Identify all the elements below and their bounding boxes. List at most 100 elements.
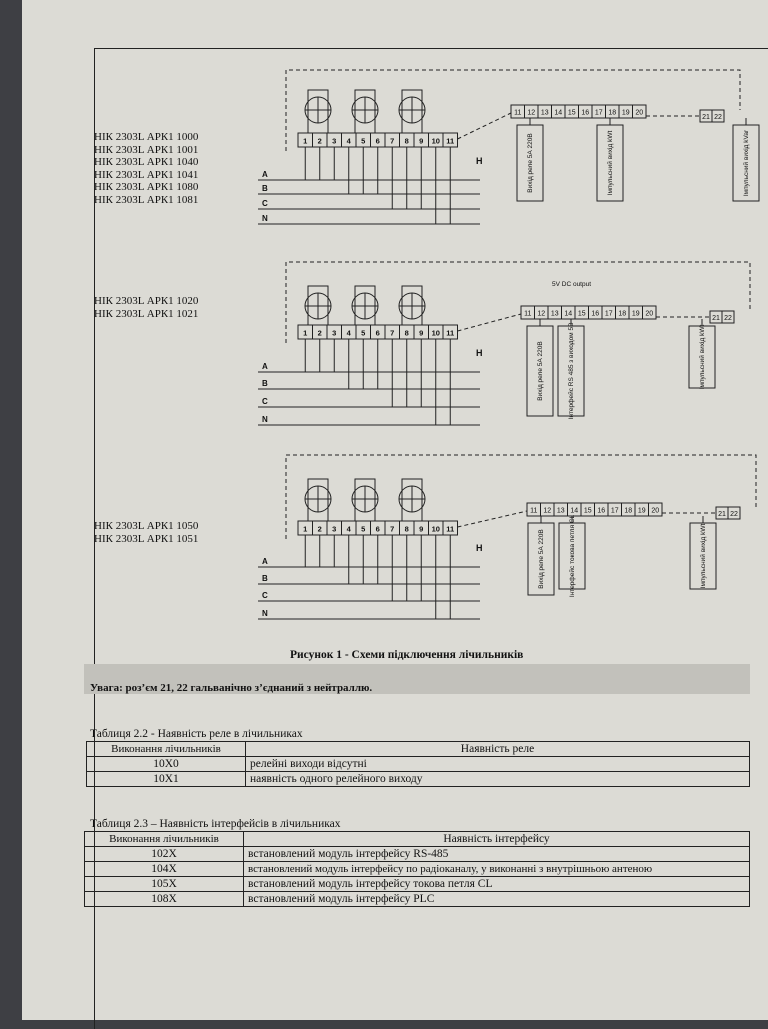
terminal-label: 5 bbox=[361, 329, 365, 338]
terminal-label: 20 bbox=[635, 110, 643, 117]
terminal-label: 13 bbox=[541, 110, 549, 117]
transformer-wire bbox=[401, 285, 423, 325]
table-header-row: Виконання лічильників Наявність реле bbox=[86, 741, 750, 757]
terminal-label: 9 bbox=[419, 137, 423, 146]
terminal-label: 4 bbox=[347, 329, 352, 338]
terminal-label: 2 bbox=[318, 329, 322, 338]
model-label: НІК 2303L АРК1 1000 bbox=[94, 131, 199, 143]
column-header: Наявність реле bbox=[245, 741, 750, 757]
table-cell: релейні виходи відсутні bbox=[245, 756, 750, 772]
model-label: НІК 2303L АРК1 1040 bbox=[94, 156, 199, 168]
terminal-label: 1 bbox=[303, 525, 307, 534]
model-label: НІК 2303L АРК1 1041 bbox=[94, 168, 199, 181]
phase-label: B bbox=[262, 379, 268, 388]
dashed-link bbox=[457, 313, 522, 332]
table-cell: встановлений модуль інтерфейсу по радіок… bbox=[243, 861, 750, 877]
terminal-label: 22 bbox=[730, 511, 738, 518]
phase-label: B bbox=[262, 574, 268, 583]
transformer-wire bbox=[307, 478, 329, 521]
transformer-wire bbox=[354, 478, 376, 521]
terminal-label: 5 bbox=[361, 137, 365, 146]
terminal-label: 22 bbox=[724, 315, 732, 322]
transformer-wire bbox=[401, 478, 423, 521]
page-frame bbox=[94, 48, 768, 1029]
module-label: Імпульсний вихід kWt bbox=[699, 524, 707, 589]
terminal-label: 9 bbox=[419, 525, 423, 534]
transformer-wire bbox=[307, 285, 329, 325]
warning-text: Увага: роз’єм 21, 22 гальванічно з’єднан… bbox=[90, 682, 373, 694]
transformer-wire bbox=[354, 285, 376, 325]
terminal-label: 20 bbox=[645, 311, 653, 318]
module-label: Імпульсний вихід kVar bbox=[742, 129, 750, 196]
terminal-label: 3 bbox=[332, 329, 336, 338]
figure-caption: Рисунок 1 - Схеми підключення лічильникі… bbox=[290, 649, 524, 661]
terminal-label: 6 bbox=[376, 525, 380, 534]
module-label: Інтерфейс токова петля CL bbox=[568, 515, 576, 598]
terminal-label: 21 bbox=[712, 315, 720, 322]
terminal-label: 6 bbox=[376, 329, 380, 338]
terminal-label: 22 bbox=[714, 114, 722, 121]
neutral-label: Н bbox=[476, 543, 483, 553]
terminal-label: 11 bbox=[446, 329, 454, 338]
model-label: НІК 2303L АРК1 1081 bbox=[94, 193, 199, 206]
table-cell: 105X bbox=[84, 876, 244, 892]
table-row: 10X1 наявність одного релейного виходу bbox=[86, 771, 750, 787]
terminal-label: 14 bbox=[564, 311, 572, 318]
table-cell: 10X0 bbox=[86, 756, 246, 772]
terminal-label: 6 bbox=[376, 137, 380, 146]
table-2-2-title: Таблиця 2.2 - Наявність реле в лічильник… bbox=[90, 728, 303, 740]
terminal-label: 20 bbox=[651, 508, 659, 515]
terminal-label: 12 bbox=[527, 110, 535, 117]
transformer-wire bbox=[354, 89, 376, 133]
terminal-label: 8 bbox=[405, 137, 409, 146]
transformer-wire bbox=[401, 89, 423, 133]
terminal-label: 1 bbox=[303, 329, 307, 338]
table-cell: встановлений модуль інтерфейсу PLC bbox=[243, 891, 750, 907]
terminal-label: 19 bbox=[638, 508, 646, 515]
module-label: Імпульсний вихід kWt bbox=[698, 325, 706, 390]
phase-label: N bbox=[262, 609, 268, 618]
model-list-3: НІК 2303L АРК1 1050 НІК 2303L АРК1 1051 bbox=[94, 520, 198, 545]
table-2-3: Виконання лічильників Наявність інтерфей… bbox=[84, 831, 750, 907]
dashed-link bbox=[457, 510, 528, 528]
column-header: Виконання лічильників bbox=[86, 741, 246, 757]
terminal-cell bbox=[721, 310, 735, 324]
terminal-label: 7 bbox=[390, 329, 394, 338]
module-label: Інтерфейс RS 485 з виходом 5В bbox=[567, 323, 575, 420]
model-list-2: НІК 2303L АРК1 1020 НІК 2303L АРК1 1021 bbox=[94, 295, 198, 320]
phase-label: N bbox=[262, 415, 268, 424]
terminal-label: 3 bbox=[332, 137, 336, 146]
module-label: Вихід реле 5А 220В bbox=[537, 529, 545, 588]
table-row: 108X встановлений модуль інтерфейсу PLC bbox=[84, 891, 750, 907]
terminal-label: 7 bbox=[390, 525, 394, 534]
table-row: 10X0 релейні виходи відсутні bbox=[86, 756, 750, 772]
table-cell: наявність одного релейного виходу bbox=[245, 771, 750, 787]
model-label: НІК 2303L АРК1 1080 bbox=[94, 181, 199, 193]
terminal-label: 2 bbox=[318, 137, 322, 146]
terminal-label: 10 bbox=[432, 137, 440, 146]
terminal-label: 12 bbox=[543, 508, 551, 515]
model-label: НІК 2303L АРК1 1050 bbox=[94, 520, 199, 532]
phase-label: C bbox=[262, 397, 268, 406]
phase-label: A bbox=[262, 362, 268, 371]
terminal-label: 21 bbox=[718, 511, 726, 518]
terminal-label: 17 bbox=[595, 110, 603, 117]
phase-label: N bbox=[262, 214, 268, 223]
terminal-label: 21 bbox=[702, 114, 710, 121]
model-label: НІК 2303L АРК1 1020 bbox=[94, 295, 199, 307]
terminal-label: 17 bbox=[611, 508, 619, 515]
table-cell: 108X bbox=[84, 891, 244, 907]
terminal-label: 4 bbox=[347, 525, 352, 534]
terminal-label: 10 bbox=[432, 329, 440, 338]
phase-label: A bbox=[262, 170, 268, 179]
model-list-1: НІК 2303L АРК1 1000 НІК 2303L АРК1 1001 … bbox=[94, 131, 198, 206]
terminal-cell bbox=[642, 305, 657, 320]
neutral-label: Н bbox=[476, 156, 483, 166]
terminal-label: 19 bbox=[622, 110, 630, 117]
terminal-label: 15 bbox=[578, 311, 586, 318]
phase-label: C bbox=[262, 591, 268, 600]
dashed-link bbox=[457, 112, 512, 140]
table-row: 102X встановлений модуль інтерфейсу RS-4… bbox=[84, 846, 750, 862]
terminal-label: 8 bbox=[405, 525, 409, 534]
terminal-label: 9 bbox=[419, 329, 423, 338]
